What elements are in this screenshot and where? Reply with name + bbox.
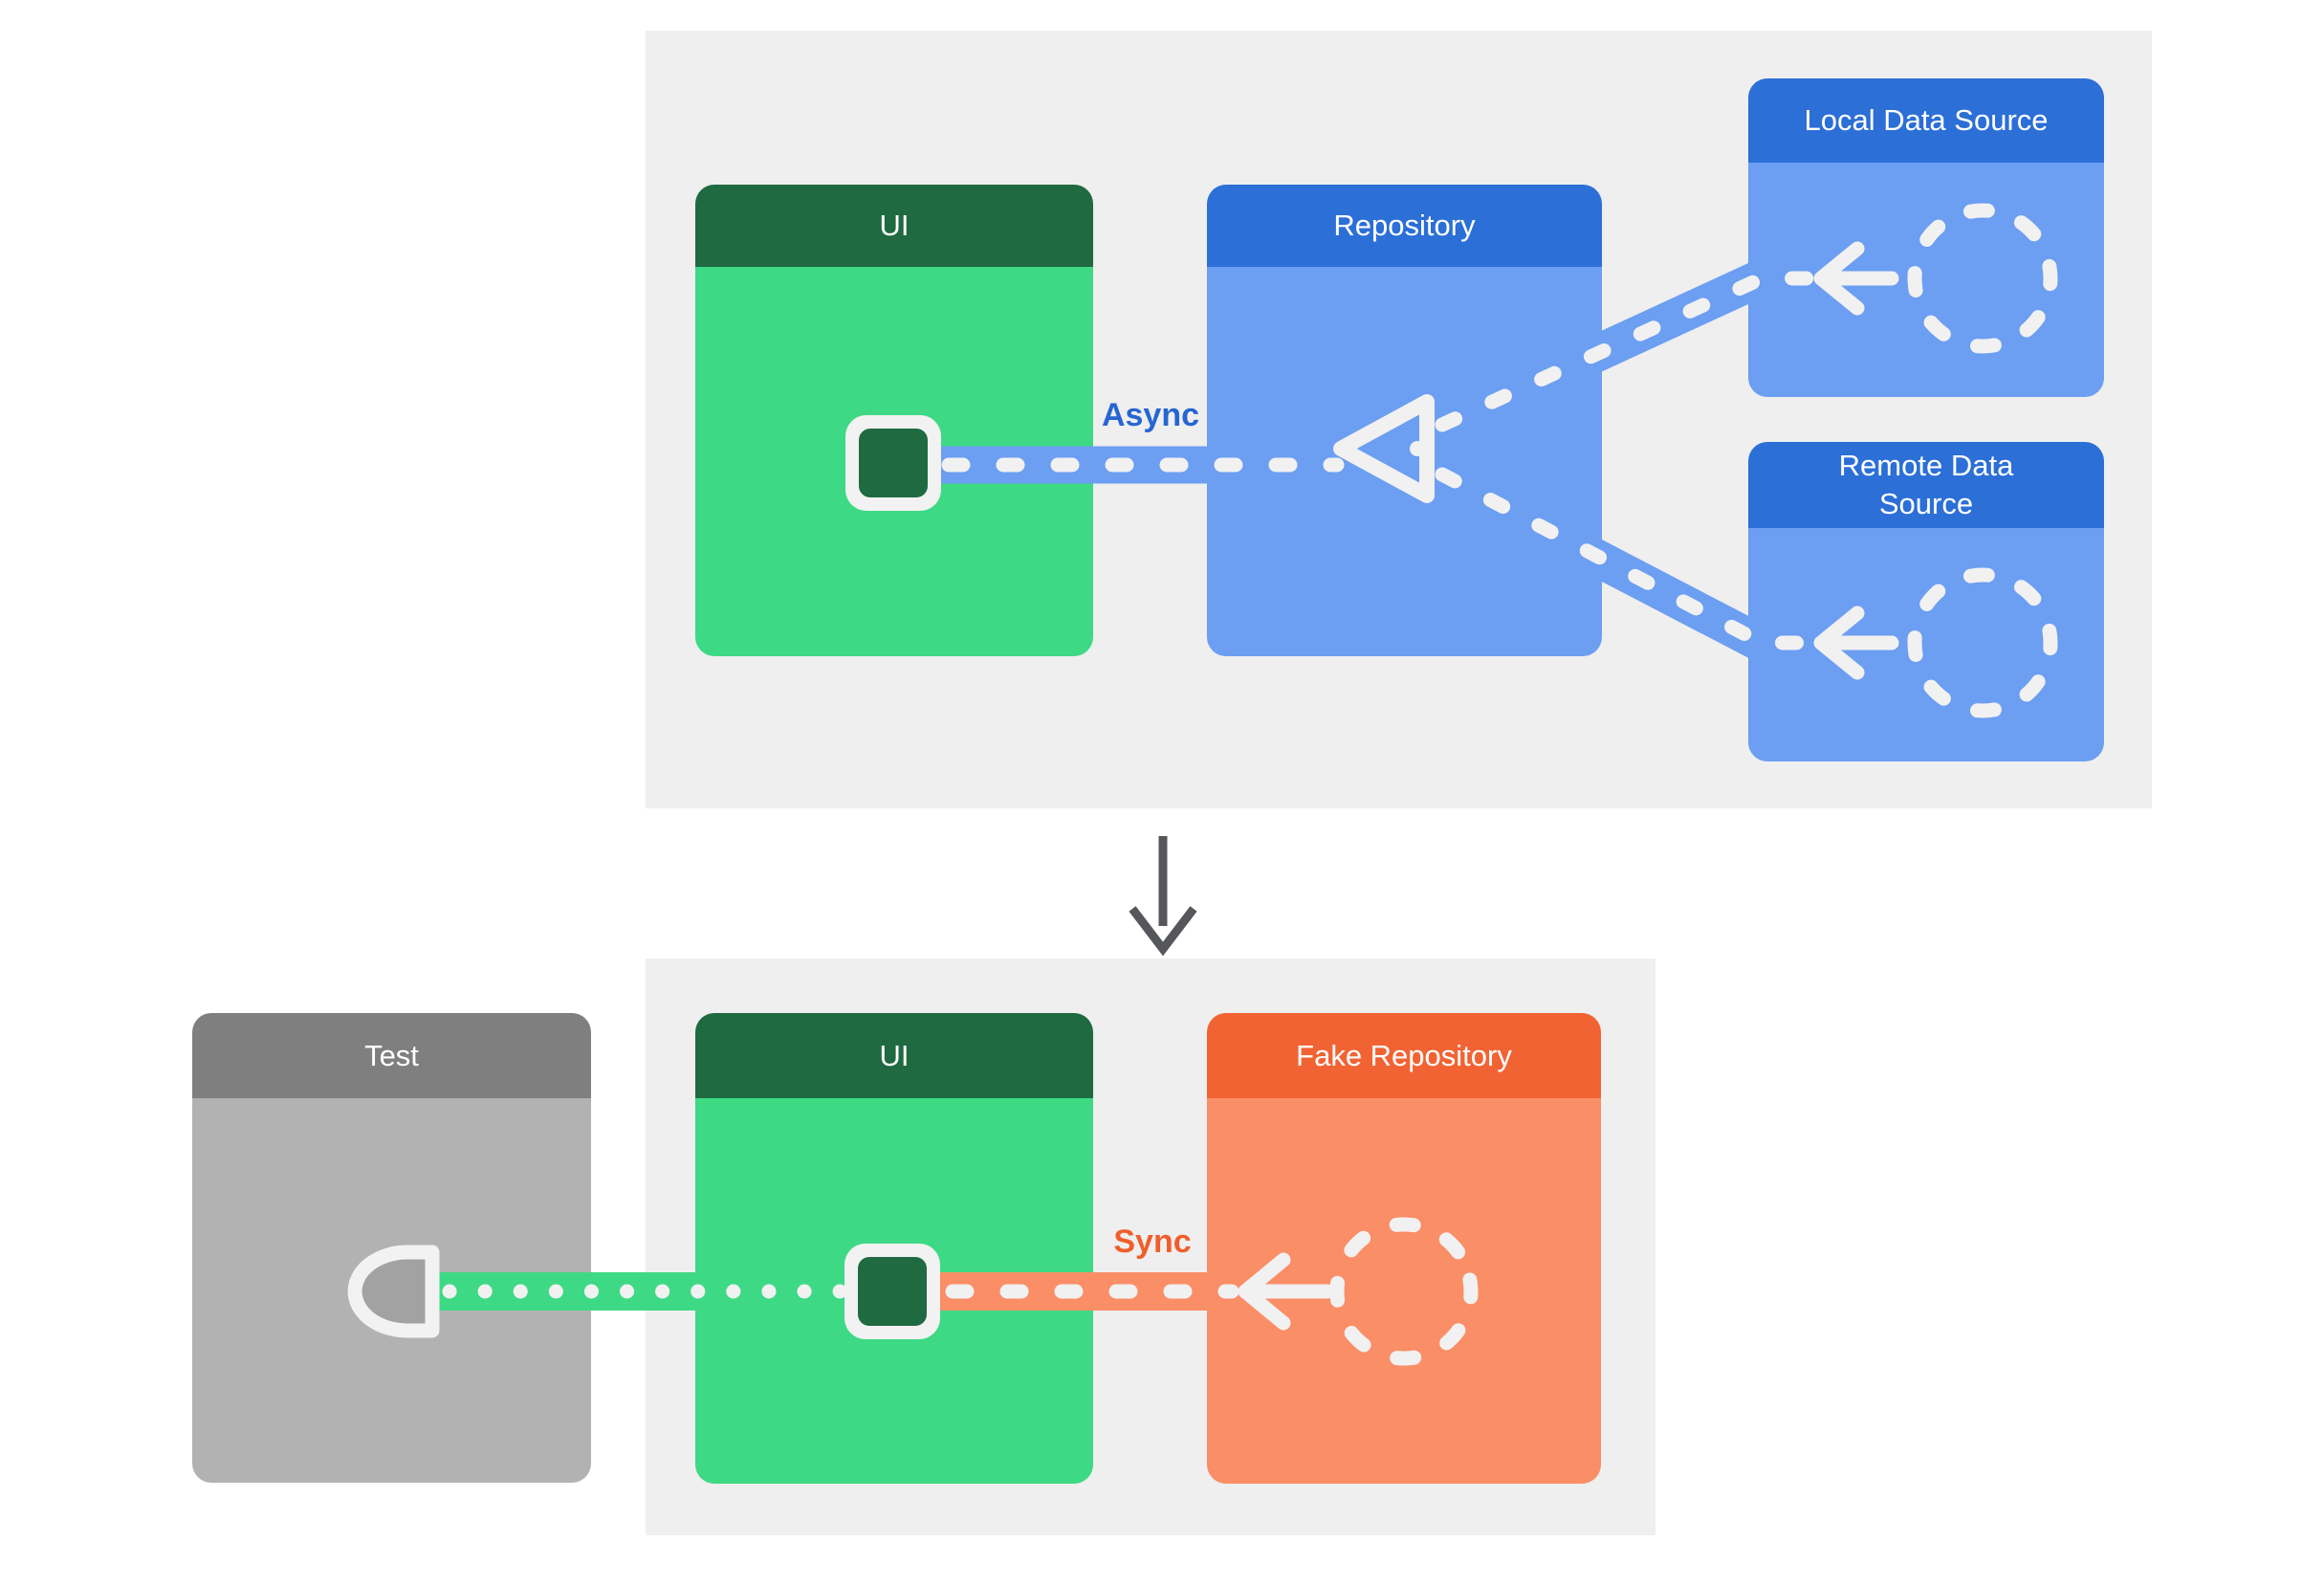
async-connection-label: Async — [1101, 397, 1200, 433]
card-test-title: Test — [364, 1038, 419, 1072]
card-remote-data-source-header: Remote Data Source — [1748, 442, 2104, 528]
card-ui-bottom-body — [695, 1098, 1093, 1484]
card-repository-title: Repository — [1333, 209, 1476, 242]
card-local-data-source-body — [1748, 163, 2104, 397]
card-fake-repository: Fake Repository — [1207, 1013, 1601, 1484]
card-fake-repository-title: Fake Repository — [1296, 1038, 1512, 1072]
card-repository: Repository — [1207, 185, 1602, 656]
sync-connection-label: Sync — [1113, 1223, 1192, 1260]
card-local-data-source-header: Local Data Source — [1748, 78, 2104, 163]
card-remote-data-source: Remote Data Source — [1748, 442, 2104, 761]
card-test: Test — [192, 1013, 591, 1483]
card-fake-repository-header: Fake Repository — [1207, 1013, 1601, 1098]
card-fake-repository-body — [1207, 1098, 1601, 1484]
card-ui-bottom-title: UI — [879, 1038, 910, 1072]
card-remote-data-source-body — [1748, 528, 2104, 761]
card-ui-bottom-header: UI — [695, 1013, 1093, 1098]
card-ui-bottom: UI — [695, 1013, 1093, 1484]
down-arrow-icon — [1129, 836, 1197, 957]
card-ui-top-title: UI — [879, 209, 910, 242]
card-local-data-source-title: Local Data Source — [1804, 103, 2049, 137]
card-repository-header: Repository — [1207, 185, 1602, 267]
card-repository-body — [1207, 267, 1602, 656]
card-local-data-source: Local Data Source — [1748, 78, 2104, 397]
card-remote-data-source-title: Remote Data Source — [1838, 449, 2014, 520]
card-ui-top-header: UI — [695, 185, 1093, 267]
card-test-header: Test — [192, 1013, 591, 1098]
card-test-body — [192, 1098, 591, 1483]
card-ui-top: UI — [695, 185, 1093, 656]
card-ui-top-body — [695, 267, 1093, 656]
